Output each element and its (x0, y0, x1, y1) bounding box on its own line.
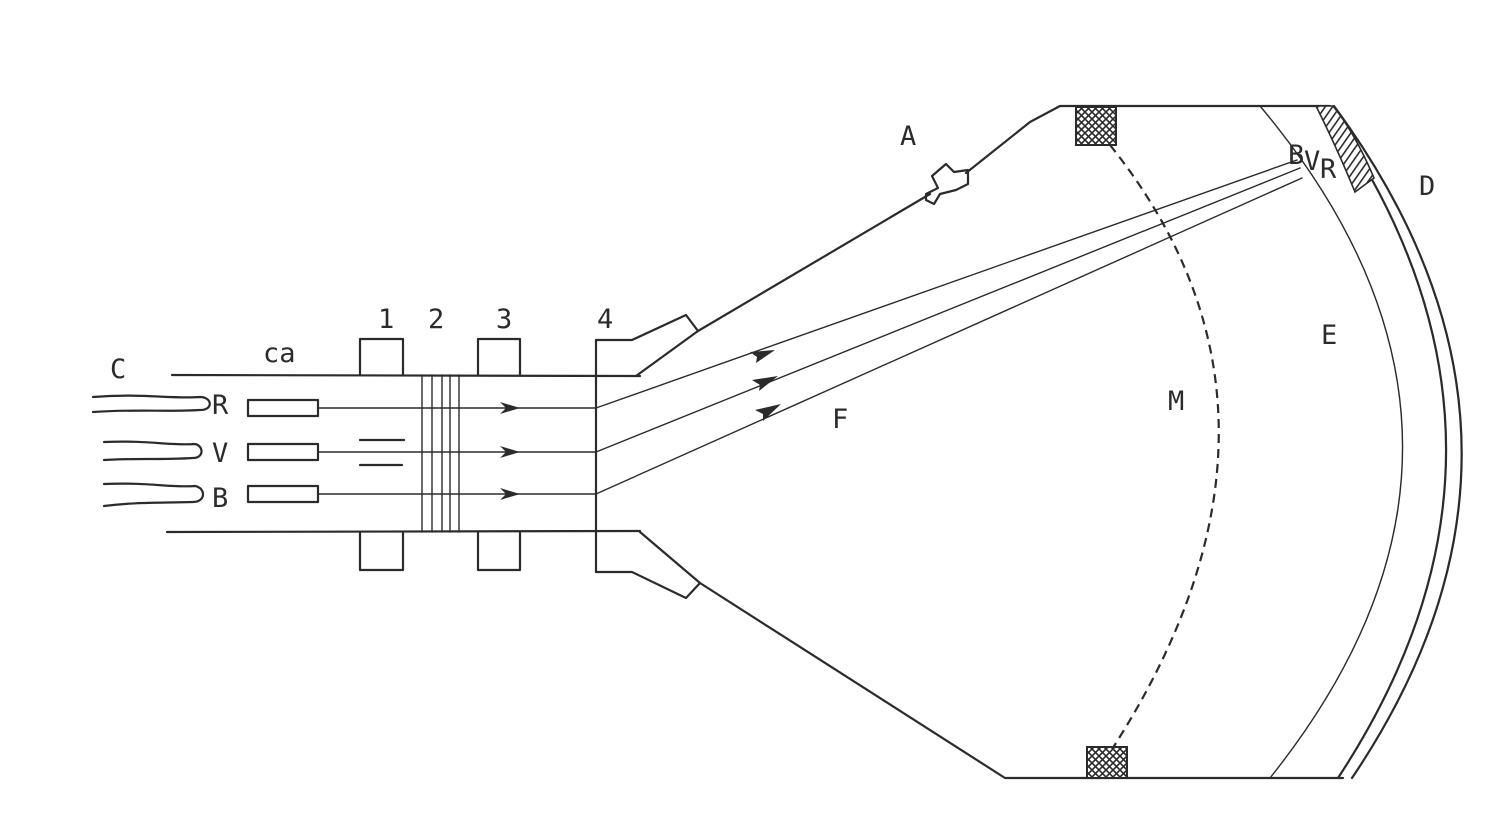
screen-glass (1259, 104, 1463, 780)
label-screen-b: B (1288, 140, 1304, 171)
label-d: D (1419, 171, 1435, 202)
grid-2 (421, 374, 460, 533)
label-screen-v: V (1304, 146, 1320, 177)
label-e: E (1321, 320, 1337, 351)
beams-neck (317, 402, 597, 500)
label-r: R (212, 390, 229, 421)
electrodes (358, 337, 522, 572)
phosphor-strip (1314, 105, 1375, 194)
label-a: A (900, 121, 916, 152)
label-3: 3 (496, 304, 512, 335)
tube-funnel (696, 104, 1345, 780)
label-c: C (110, 354, 126, 385)
cathodes (246, 398, 320, 504)
mask-support-top (1075, 106, 1117, 146)
anode-connector (924, 162, 970, 206)
mask-support-bottom (1086, 746, 1128, 779)
label-screen-r: R (1320, 154, 1337, 185)
label-v: V (212, 438, 228, 469)
label-1: 1 (378, 304, 394, 335)
label-b: B (212, 483, 228, 514)
shadow-mask (1104, 144, 1220, 761)
label-4: 4 (597, 304, 613, 335)
beams-cone (595, 159, 1303, 495)
centre-marks (358, 438, 406, 467)
label-2: 2 (428, 304, 444, 335)
heater-filaments (91, 394, 211, 508)
label-ca: ca (263, 338, 296, 369)
tube-neck (165, 313, 702, 600)
label-f: F (832, 404, 848, 435)
label-m: M (1168, 386, 1184, 417)
